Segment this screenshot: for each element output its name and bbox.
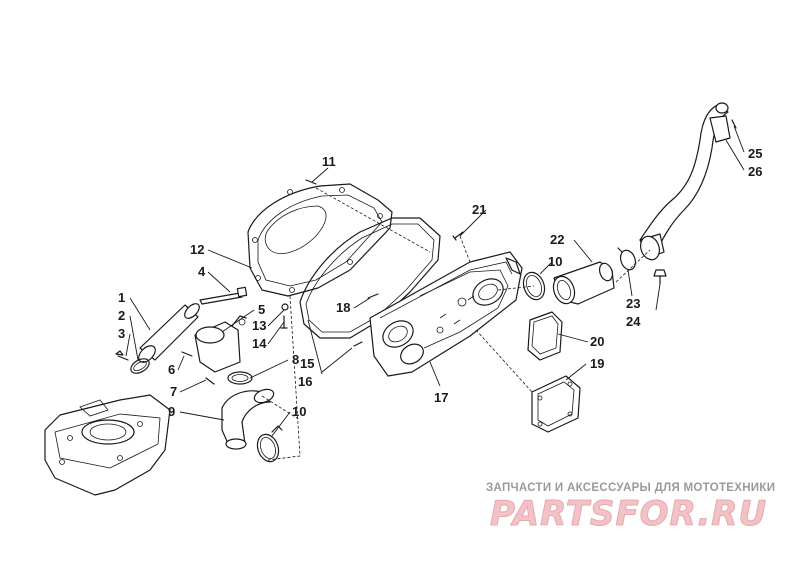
screw-16 [353,341,363,347]
gasket-20 [527,311,563,361]
callout-2: 2 [118,308,125,323]
callout-26: 26 [748,164,762,179]
callout-labels: 1 2 3 4 5 6 7 8 9 10 10 11 12 13 14 15 1… [118,146,762,419]
watermark-tagline: ЗАПЧАСТИ И АКСЕССУАРЫ ДЛЯ МОТОТЕХНИКИ [486,482,776,494]
callout-17: 17 [434,390,448,405]
plate-19 [531,375,581,433]
callout-18: 18 [336,300,350,315]
callout-14: 14 [252,336,267,351]
assembly-line-f [615,249,651,283]
clamp-10-lower [256,425,283,463]
gasket-15 [299,217,441,339]
screw-3 [115,350,129,361]
tube-assembly [639,102,731,261]
callout-6: 6 [168,362,175,377]
tie-strap-4 [199,286,248,305]
elbow-hose-9 [221,388,275,450]
assembly-line-g [261,395,301,421]
outer-clutch-cover-12 [247,183,393,297]
intake-hose-1 [138,303,200,363]
assembly-line-c [459,235,471,263]
callout-1: 1 [118,290,125,305]
callout-19: 19 [590,356,604,371]
callout-20: 20 [590,334,604,349]
callout-7: 7 [170,384,177,399]
screw-6 [181,351,193,357]
assembly-line-a [315,187,431,253]
callout-21: 21 [472,202,486,217]
callout-15: 15 [300,356,314,371]
clamp-2 [130,358,150,374]
watermark-logo: PARTSFOR.RU [490,494,768,535]
screw-11 [305,179,317,185]
inner-cover-17 [369,251,523,377]
assembly-line-b [267,295,301,461]
callout-16: 16 [298,374,312,389]
clamp-10-upper [522,271,546,301]
callout-8: 8 [292,352,299,367]
assembly-line-d [497,285,535,291]
callout-10-lower: 10 [292,404,306,419]
callout-12: 12 [190,242,204,257]
callout-10-upper: 10 [548,254,562,269]
callout-24: 24 [626,314,641,329]
callout-23: 23 [626,296,640,311]
callout-5: 5 [258,302,265,317]
washer-13 [281,303,289,311]
screw-18 [367,293,379,299]
intake-box [44,394,171,496]
leader-lines [125,125,745,437]
assembly-line-e [475,329,533,393]
clamp-8 [227,371,253,385]
callout-4: 4 [198,264,206,279]
callout-25: 25 [748,146,762,161]
callout-22: 22 [550,232,564,247]
screw-7 [205,377,215,385]
screw-21 [452,231,464,241]
duct-22 [552,261,615,305]
bolt-24 [653,269,667,285]
callout-9: 9 [168,404,175,419]
callout-11: 11 [322,154,336,169]
callout-3: 3 [118,326,125,341]
clamp-23 [617,247,637,271]
callout-13: 13 [252,318,266,333]
screw-25 [731,119,737,129]
sensor-housing-5 [194,315,247,373]
